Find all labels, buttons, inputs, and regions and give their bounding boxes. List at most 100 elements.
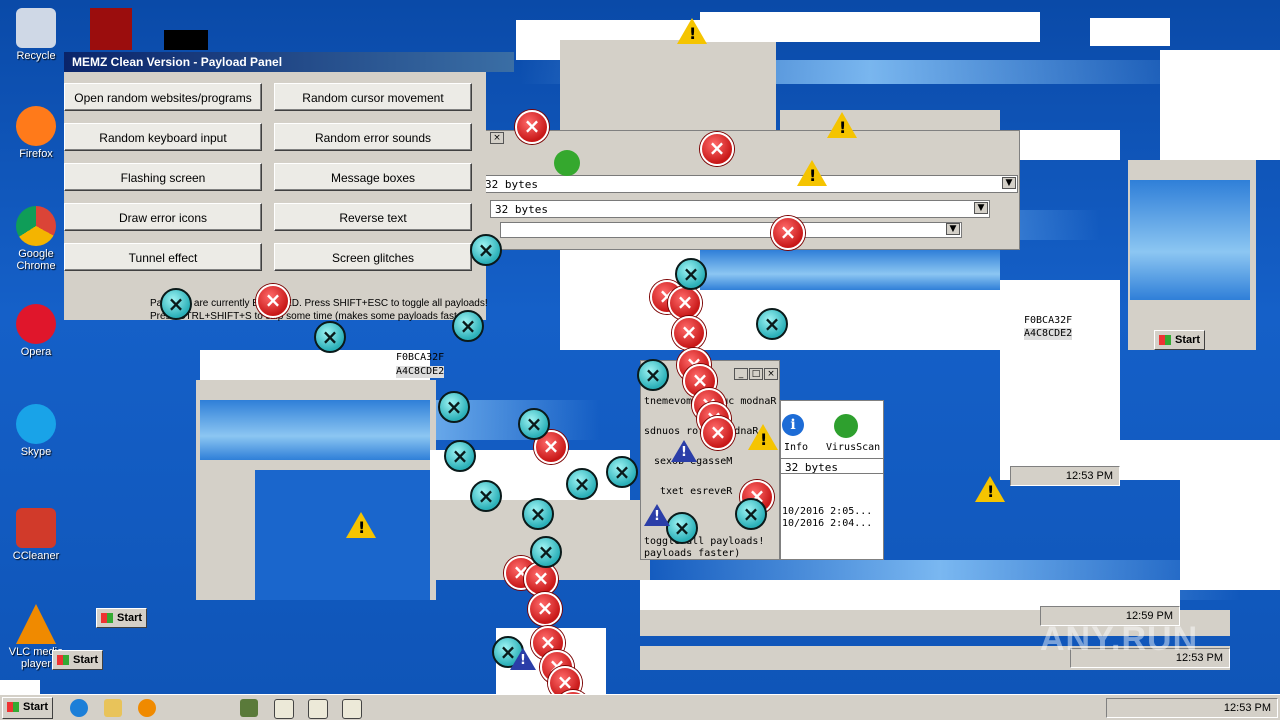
hash-value: A4C8CDE2 xyxy=(1024,328,1073,340)
error-icon: × xyxy=(700,132,734,166)
desktop: Recycle Firefox Google Chrome Opera Skyp… xyxy=(0,0,1280,694)
glitch-block xyxy=(164,30,208,50)
size-field xyxy=(500,222,962,238)
payload-button-keyboard[interactable]: Random keyboard input xyxy=(64,123,262,151)
warning-icon xyxy=(975,476,1005,502)
date-cell: 10/2016 2:04... xyxy=(782,518,873,529)
error-icon: × xyxy=(756,308,788,340)
system-tray-clock[interactable]: 12:53 PM xyxy=(1070,648,1230,668)
payload-button-error-sounds[interactable]: Random error sounds xyxy=(274,123,472,151)
payload-button-reverse-text[interactable]: Reverse text xyxy=(274,203,472,231)
warning-icon xyxy=(827,112,857,138)
payload-button-error-icons[interactable]: Draw error icons xyxy=(64,203,262,231)
size-field: 32 bytes xyxy=(490,200,990,218)
payload-button-glitches[interactable]: Screen glitches xyxy=(274,243,472,271)
program-icon[interactable] xyxy=(274,699,294,719)
ie-icon[interactable] xyxy=(70,699,88,717)
clock[interactable]: 12:53 PM xyxy=(1223,702,1271,714)
toolbar-info-label[interactable]: Info xyxy=(784,442,809,453)
desktop-icon-chrome[interactable]: Google Chrome xyxy=(4,206,68,272)
minimize-icon[interactable]: _ xyxy=(734,368,748,380)
glitch-block xyxy=(700,250,1000,290)
glitch-block xyxy=(640,580,1180,610)
warning-icon xyxy=(748,424,778,450)
glitch-block xyxy=(1130,180,1250,300)
recycle-bin-icon xyxy=(16,8,56,48)
warning-icon xyxy=(510,648,536,670)
virusscan-icon[interactable] xyxy=(834,414,858,438)
hash-value: F0BCA32F xyxy=(1024,315,1073,326)
skype-icon xyxy=(16,404,56,444)
program-icon[interactable] xyxy=(308,699,328,719)
glitch-block xyxy=(0,680,40,694)
acrobat-icon[interactable] xyxy=(90,8,132,50)
taskbar: Start 12:53 PM xyxy=(0,694,1280,720)
error-icon: × xyxy=(668,286,702,320)
hint-text: payloads faster) xyxy=(644,548,741,559)
warning-icon xyxy=(797,160,827,186)
dropdown-arrow-icon[interactable]: ▼ xyxy=(974,202,988,214)
desktop-icon-firefox[interactable]: Firefox xyxy=(4,106,68,160)
size-field: 32 bytes xyxy=(780,458,884,474)
start-button[interactable]: Start xyxy=(96,608,148,628)
payload-button-cursor[interactable]: Random cursor movement xyxy=(274,83,472,111)
glitch-block xyxy=(560,40,776,140)
system-tray[interactable]: 12:53 PM xyxy=(1106,698,1278,718)
start-button[interactable]: Start xyxy=(1154,330,1206,350)
shield-icon xyxy=(554,150,580,176)
glitch-block xyxy=(1000,280,1120,440)
firefox-icon xyxy=(16,106,56,146)
desktop-icon-opera[interactable]: Opera xyxy=(4,304,68,358)
warning-icon xyxy=(677,18,707,44)
glitch-block xyxy=(1180,480,1280,590)
dropdown-arrow-icon[interactable]: ▼ xyxy=(1002,177,1016,189)
error-icon: × xyxy=(518,408,550,440)
panel-title: MEMZ Clean Version - Payload Panel xyxy=(64,52,514,72)
payload-button-message-boxes[interactable]: Message boxes xyxy=(274,163,472,191)
desktop-icon-ccleaner[interactable]: CCleaner xyxy=(4,508,68,562)
watermark: ANY.RUN xyxy=(1040,620,1199,658)
toolbar-virusscan-label[interactable]: VirusScan xyxy=(826,442,881,453)
warning-icon xyxy=(644,504,670,526)
vlc-icon xyxy=(16,604,56,644)
error-icon: × xyxy=(534,430,568,464)
glitch-block xyxy=(255,470,430,600)
error-icon: × xyxy=(528,592,562,626)
error-icon: × xyxy=(160,288,192,320)
glitch-block xyxy=(1090,18,1170,46)
system-tray-clock[interactable]: 12:59 PM xyxy=(1040,606,1180,626)
close-icon[interactable]: × xyxy=(490,132,504,144)
info-icon[interactable]: i xyxy=(782,414,804,436)
error-icon: × xyxy=(314,321,346,353)
error-icon: × xyxy=(522,498,554,530)
error-icon: × xyxy=(666,512,698,544)
maximize-icon[interactable]: □ xyxy=(749,368,763,380)
desktop-icon-skype[interactable]: Skype xyxy=(4,404,68,458)
folder-icon[interactable] xyxy=(104,699,122,717)
payload-button-open-websites[interactable]: Open random websites/programs xyxy=(64,83,262,111)
error-icon: × xyxy=(675,258,707,290)
close-icon[interactable]: × xyxy=(764,368,778,380)
error-icon: × xyxy=(566,468,598,500)
system-tray-clock[interactable]: 12:53 PM xyxy=(1010,466,1120,486)
panel-hint-line1: Payloads are currently ENABLED. Press SH… xyxy=(150,298,488,309)
payload-button-flashing[interactable]: Flashing screen xyxy=(64,163,262,191)
start-button[interactable]: Start xyxy=(2,697,54,719)
error-icon: × xyxy=(438,391,470,423)
program-icon[interactable] xyxy=(240,699,258,717)
opera-icon xyxy=(16,304,56,344)
date-cell: 10/2016 2:05... xyxy=(782,506,873,517)
error-icon: × xyxy=(515,110,549,144)
start-button[interactable]: Start xyxy=(52,650,104,670)
warning-icon xyxy=(346,512,376,538)
error-icon: × xyxy=(735,498,767,530)
desktop-icon-recycle[interactable]: Recycle xyxy=(4,8,68,62)
dropdown-arrow-icon[interactable]: ▼ xyxy=(946,223,960,235)
desktop-icon-vlc[interactable]: VLC media player xyxy=(4,604,68,670)
payload-button-tunnel[interactable]: Tunnel effect xyxy=(64,243,262,271)
media-player-icon[interactable] xyxy=(138,699,156,717)
error-icon: × xyxy=(470,480,502,512)
ccleaner-icon xyxy=(16,508,56,548)
error-icon: × xyxy=(256,284,290,318)
program-icon[interactable] xyxy=(342,699,362,719)
